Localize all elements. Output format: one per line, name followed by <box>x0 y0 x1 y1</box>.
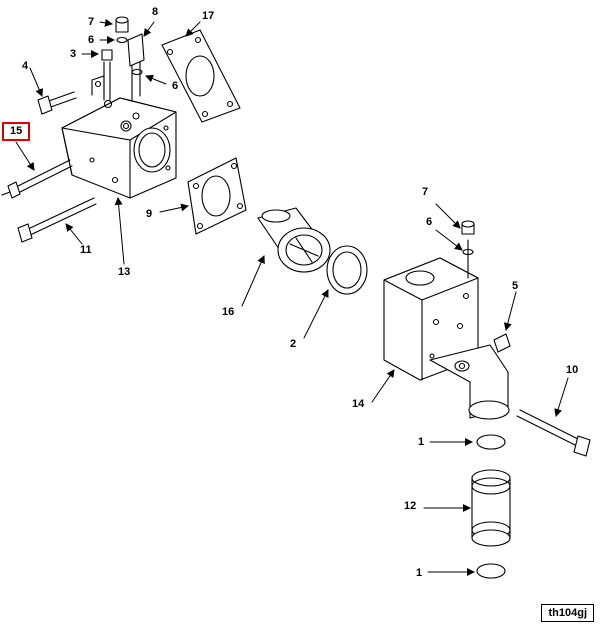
callout-13[interactable]: 13 <box>118 266 131 278</box>
callout-1-upper[interactable]: 1 <box>418 436 425 448</box>
part-17-gasket <box>161 29 241 123</box>
callout-12[interactable]: 12 <box>404 500 417 512</box>
callout-2[interactable]: 2 <box>290 338 297 350</box>
callout-17[interactable]: 17 <box>202 10 215 22</box>
callout-9[interactable]: 9 <box>146 208 153 220</box>
callout-7-top[interactable]: 7 <box>88 16 95 28</box>
part-14-lower-housing <box>383 257 510 420</box>
part-11-bolt <box>17 197 97 243</box>
callout-16[interactable]: 16 <box>222 306 235 318</box>
part-9-gasket <box>187 157 247 235</box>
callout-6-top[interactable]: 6 <box>88 34 95 46</box>
part-16-thermostat <box>257 207 331 273</box>
callout-1-lower[interactable]: 1 <box>416 567 423 579</box>
callout-8[interactable]: 8 <box>152 6 159 18</box>
part-1-o-rings <box>476 434 506 579</box>
leader-lines <box>15 18 569 576</box>
drawing-id-label: th104gj <box>541 604 594 622</box>
callout-11[interactable]: 11 <box>80 244 92 256</box>
part-6-washer-top <box>116 36 128 44</box>
part-7-plug-lower <box>461 220 475 279</box>
part-13-upper-housing <box>61 75 177 199</box>
part-10-bolt <box>516 409 591 457</box>
part-3-plug <box>101 49 113 101</box>
part-5-fitting <box>493 333 511 353</box>
callout-7-lower[interactable]: 7 <box>422 186 429 198</box>
callout-3[interactable]: 3 <box>70 48 77 60</box>
part-2-seal <box>326 245 368 295</box>
part-15-long-bolt <box>1 159 73 199</box>
callout-14[interactable]: 14 <box>352 398 365 410</box>
callout-6-middle[interactable]: 6 <box>172 80 179 92</box>
callout-5[interactable]: 5 <box>512 280 519 292</box>
part-4-bolt <box>37 91 77 115</box>
callout-10[interactable]: 10 <box>566 364 579 376</box>
part-8-fitting <box>127 33 145 101</box>
callout-6-lower[interactable]: 6 <box>426 216 433 228</box>
part-12-tube <box>471 469 511 547</box>
callout-4[interactable]: 4 <box>22 60 29 72</box>
part-7-plug-top <box>115 16 129 33</box>
callout-15-highlighted[interactable]: 15 <box>2 122 31 141</box>
